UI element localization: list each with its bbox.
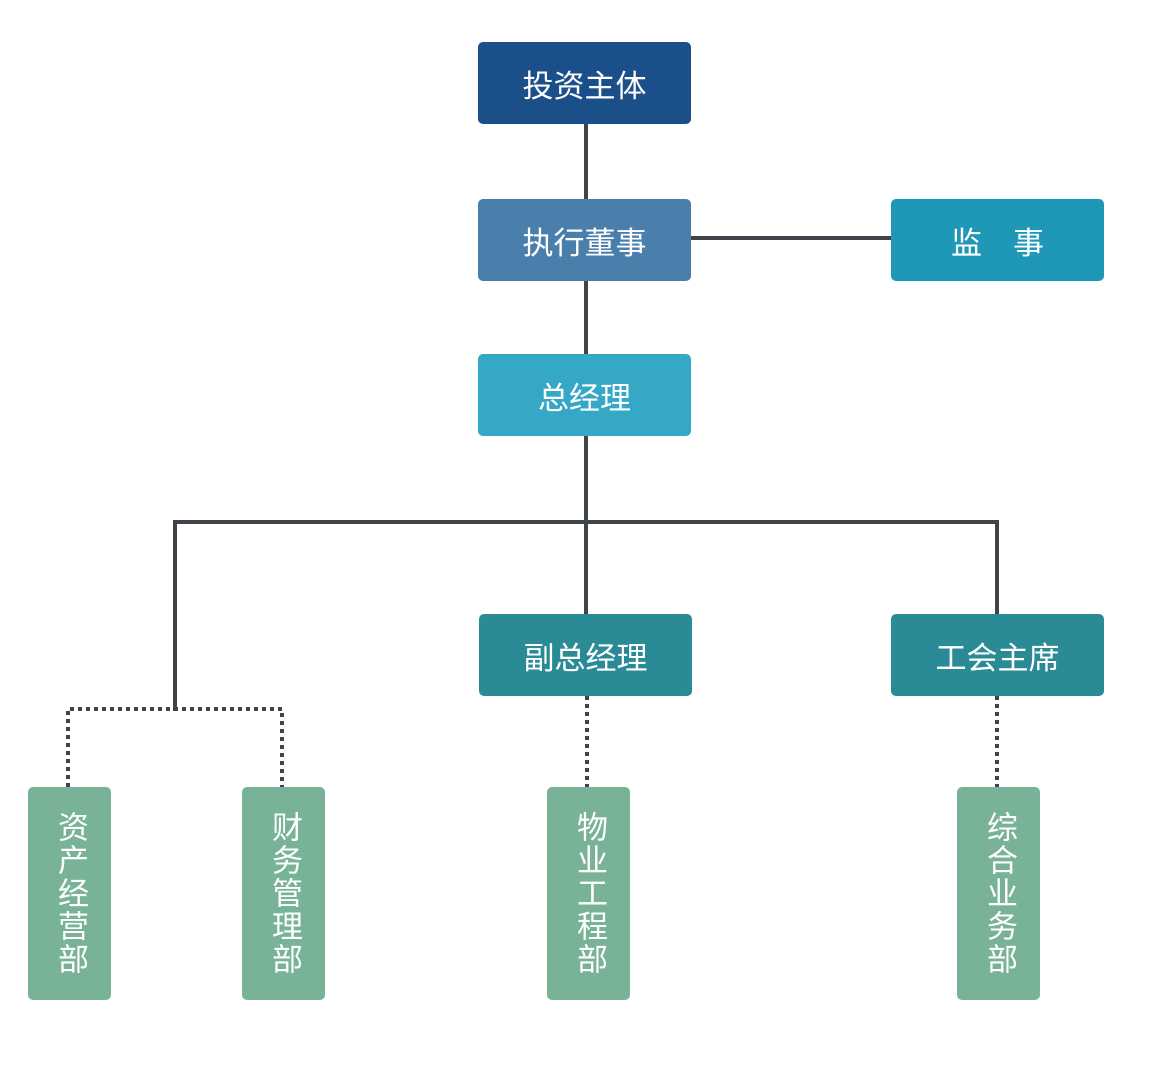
deputy-general-manager-label: 副总经理 [523, 640, 648, 677]
union-chairman-box: 工会主席 [891, 614, 1104, 696]
property-engineering-dept-label: 物业工程部 [571, 811, 607, 976]
finance-management-dept-box: 财务管理部 [242, 787, 325, 1000]
executive-director-label: 执行董事 [522, 225, 647, 262]
general-manager-label: 总经理 [538, 380, 631, 417]
deputy-general-manager-box: 副总经理 [479, 614, 692, 696]
supervisor-box: 监 事 [891, 199, 1104, 281]
general-affairs-dept-box: 综合业务部 [957, 787, 1040, 1000]
union-chairman-label: 工会主席 [935, 640, 1060, 677]
investor-box: 投资主体 [478, 42, 691, 124]
investor-label: 投资主体 [522, 68, 647, 105]
link-branch-horizontal [173, 520, 999, 711]
supervisor-label: 监 事 [951, 225, 1044, 262]
executive-director-box: 执行董事 [478, 199, 691, 281]
asset-operation-dept-label: 资产经营部 [52, 811, 88, 976]
general-manager-box: 总经理 [478, 354, 691, 436]
asset-operation-dept-box: 资产经营部 [28, 787, 111, 1000]
finance-management-dept-label: 财务管理部 [266, 811, 302, 976]
property-engineering-dept-box: 物业工程部 [547, 787, 630, 1000]
general-affairs-dept-label: 综合业务部 [981, 811, 1017, 976]
link-dashed-finance-asset [66, 707, 284, 787]
